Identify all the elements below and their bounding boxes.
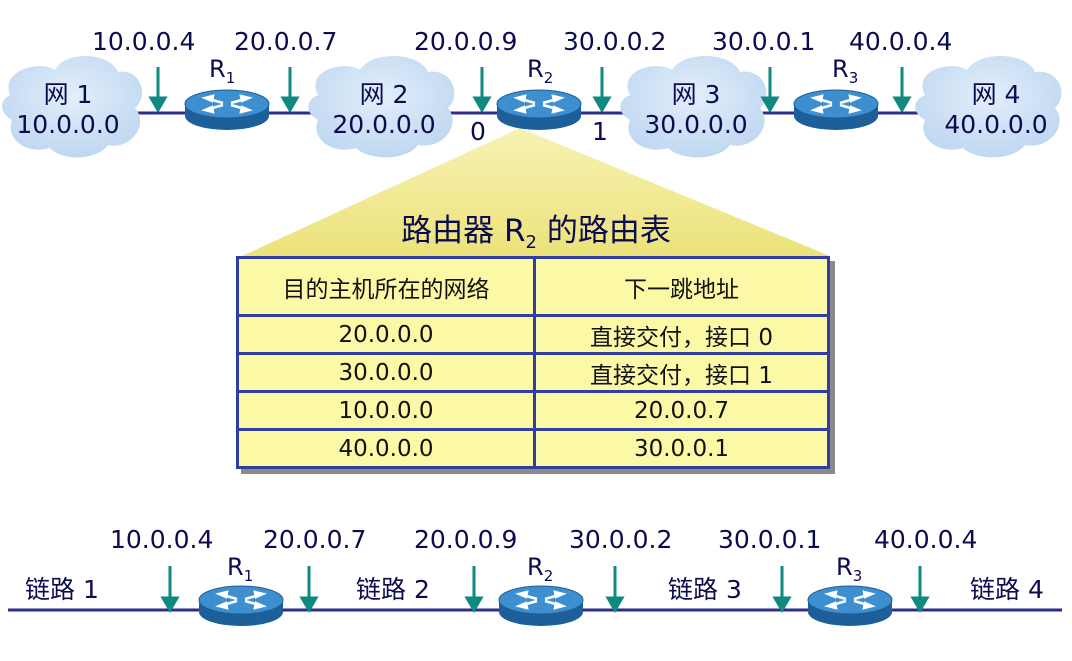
bottom-arrows: [160, 566, 930, 613]
cell-next-hop: 30.0.0.1: [533, 428, 830, 469]
top-if-r3-right: 40.0.0.4: [849, 27, 953, 56]
cell-dest: 10.0.0.0: [236, 390, 536, 431]
bottom-if-r1-right: 20.0.0.7: [263, 525, 367, 554]
cell-next-hop: 20.0.0.7: [533, 390, 830, 431]
router-r3-icon: [792, 88, 880, 132]
top-if-r1-left: 10.0.0.4: [92, 27, 196, 56]
table-header-row: 目的主机所在的网络 下一跳地址: [236, 256, 830, 317]
link-3-label: 链路 3: [668, 575, 742, 604]
port-1-label: 1: [592, 117, 608, 146]
top-router-r3-label: R3: [832, 55, 859, 87]
cell-dest: 30.0.0.0: [236, 352, 536, 393]
top-router-r1-label: R1: [209, 55, 236, 87]
cloud-net-1: [2, 55, 143, 158]
top-router-r2-label: R2: [527, 55, 554, 87]
table-row: 30.0.0.0 直接交付，接口 1: [236, 352, 830, 393]
top-if-r3-left: 30.0.0.1: [712, 27, 816, 56]
cloud-net-3: [620, 55, 767, 158]
table-row: 20.0.0.0 直接交付，接口 0: [236, 314, 830, 355]
cloud-net-4: [915, 55, 1062, 158]
bottom-if-r3-left: 30.0.0.1: [718, 525, 822, 554]
router-r1-icon: [183, 88, 271, 132]
table-row: 40.0.0.0 30.0.0.1: [236, 428, 830, 469]
bottom-router-r1-icon: [197, 584, 285, 628]
routing-table-title: 路由器 R2 的路由表: [401, 213, 671, 254]
bottom-router-r2-label: R2: [527, 553, 554, 585]
top-if-r2-right: 30.0.0.2: [563, 27, 667, 56]
top-if-r1-right: 20.0.0.7: [234, 27, 338, 56]
bottom-if-r2-left: 20.0.0.9: [414, 525, 518, 554]
cloud-net-2: [308, 55, 455, 158]
table-row: 10.0.0.0 20.0.0.7: [236, 390, 830, 431]
link-4-label: 链路 4: [970, 575, 1044, 604]
bottom-router-r1-label: R1: [227, 553, 254, 585]
cell-next-hop: 直接交付，接口 1: [533, 352, 830, 393]
link-1-label: 链路 1: [25, 575, 99, 604]
router-r2-icon: [495, 88, 583, 132]
bottom-if-r2-right: 30.0.0.2: [569, 525, 673, 554]
header-dest-network: 目的主机所在的网络: [236, 256, 536, 317]
top-arrows: [148, 67, 912, 113]
routing-table: 目的主机所在的网络 下一跳地址 20.0.0.0 直接交付，接口 0 30.0.…: [236, 256, 830, 469]
top-if-r2-left: 20.0.0.9: [414, 27, 518, 56]
bottom-if-r3-right: 40.0.0.4: [874, 525, 978, 554]
bottom-router-r2-icon: [497, 584, 585, 628]
port-0-label: 0: [470, 117, 486, 146]
bottom-router-r3-label: R3: [836, 553, 863, 585]
callout-pointer: [242, 128, 830, 256]
cell-next-hop: 直接交付，接口 0: [533, 314, 830, 355]
cell-dest: 20.0.0.0: [236, 314, 536, 355]
header-next-hop: 下一跳地址: [533, 256, 830, 317]
bottom-if-r1-left: 10.0.0.4: [110, 525, 214, 554]
bottom-router-r3-icon: [806, 584, 894, 628]
link-2-label: 链路 2: [356, 575, 430, 604]
cell-dest: 40.0.0.0: [236, 428, 536, 469]
